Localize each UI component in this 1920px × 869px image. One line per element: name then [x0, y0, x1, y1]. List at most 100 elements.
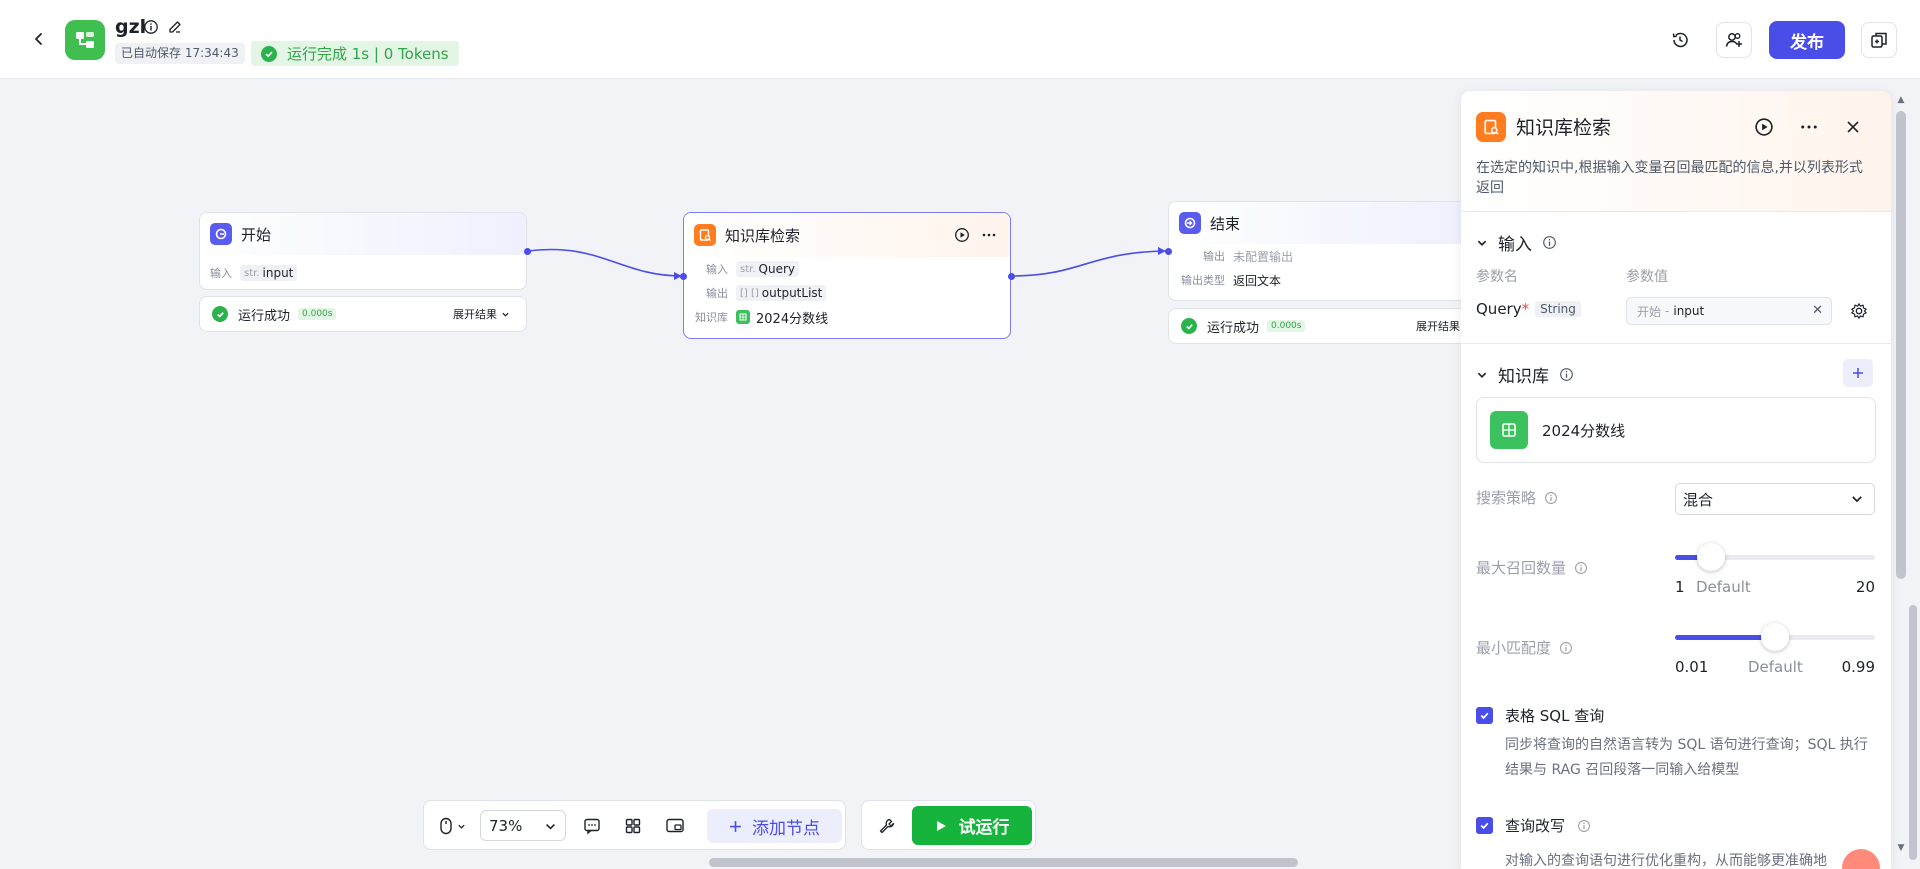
max-recall-slider[interactable] [1675, 543, 1875, 571]
query-param: Query* String [1476, 300, 1581, 318]
plus-icon [1853, 368, 1863, 378]
scroll-up-icon[interactable]: ▲ [1897, 95, 1905, 105]
output-variable-tag: [] []outputList [736, 285, 827, 301]
info-icon[interactable] [1542, 235, 1557, 250]
expand-result-button[interactable]: 展开结果 [453, 306, 510, 322]
duplicate-icon[interactable] [1861, 22, 1897, 58]
history-icon[interactable] [1662, 22, 1698, 58]
layout-grid-icon[interactable] [620, 811, 646, 841]
kb-name: 2024分数线 [756, 311, 829, 327]
knowledge-base-icon [1476, 112, 1506, 142]
gear-icon[interactable] [1848, 300, 1870, 322]
output-label: 输出 [1203, 250, 1225, 263]
selected-value: 混合 [1683, 490, 1714, 509]
mouse-mode-icon[interactable] [434, 811, 470, 841]
more-icon[interactable] [1795, 113, 1823, 141]
sql-query-description: 同步将查询的自然语言转为 SQL 语句进行查询；SQL 执行结果与 RAG 召回… [1505, 737, 1868, 778]
comment-icon[interactable] [579, 811, 605, 841]
panel-description: 在选定的知识中,根据输入变量召回最匹配的信息,并以列表形式返回 [1476, 160, 1863, 196]
info-icon[interactable] [1559, 641, 1573, 655]
slider-min: 1 [1675, 578, 1685, 596]
checkbox-label: 查询改写 [1505, 817, 1566, 835]
run-node-icon[interactable] [1750, 113, 1778, 141]
node-config-panel: 知识库检索 在选定的知识中,根据输入变量召回最匹配的信息,并以列表形式返回 输入… [1461, 91, 1891, 869]
kb-name: 2024分数线 [1542, 421, 1626, 440]
clear-icon[interactable]: ✕ [1812, 303, 1823, 318]
success-check-icon [1181, 318, 1197, 334]
scroll-down-icon[interactable]: ▼ [1897, 843, 1905, 853]
minimap-icon[interactable] [662, 811, 688, 841]
start-icon [210, 223, 232, 245]
checkbox-label: 表格 SQL 查询 [1505, 707, 1605, 725]
page-scrollbar-thumb[interactable] [1909, 605, 1917, 860]
knowledge-retrieval-node[interactable]: 知识库检索 输入 str.Query 输出 [] []outputList 知识… [683, 212, 1011, 339]
section-title: 知识库 [1498, 367, 1549, 387]
result-text: 运行成功 [1207, 320, 1260, 336]
wrench-icon[interactable] [872, 811, 902, 841]
param-type-tag: String [1535, 301, 1581, 317]
info-icon[interactable] [1544, 491, 1558, 505]
run-status-badge: 运行完成 1s | 0 Tokens [251, 41, 459, 66]
chevron-down-icon [1852, 496, 1862, 503]
start-output-port[interactable] [524, 248, 531, 255]
chevron-down-icon [1477, 372, 1487, 378]
end-input-port[interactable] [1165, 248, 1172, 255]
kb-input-port[interactable] [680, 273, 687, 280]
zoom-select[interactable]: 73% [480, 810, 566, 841]
info-icon[interactable] [1574, 561, 1588, 575]
checkbox-checked-icon[interactable] [1476, 707, 1493, 724]
panel-scrollbar[interactable]: ▲ ▼ [1893, 91, 1911, 869]
close-icon[interactable] [1839, 113, 1867, 141]
min-match-slider[interactable] [1675, 623, 1875, 651]
slider-thumb[interactable] [1697, 543, 1725, 571]
knowledge-base-card[interactable]: 2024分数线 [1476, 397, 1876, 463]
add-knowledge-base-button[interactable] [1843, 359, 1873, 387]
add-node-button[interactable]: 添加节点 [707, 809, 842, 843]
more-icon[interactable] [981, 227, 997, 247]
horizontal-scrollbar-thumb[interactable] [709, 858, 1298, 867]
expand-label: 展开结果 [453, 308, 497, 321]
expand-result-button[interactable]: 展开结果 [1416, 318, 1460, 334]
title-icons [143, 19, 183, 39]
assistant-avatar[interactable] [1842, 849, 1880, 869]
search-strategy-select[interactable]: 混合 [1675, 483, 1875, 515]
kb-section-toggle[interactable]: 知识库 [1476, 362, 1574, 387]
start-node[interactable]: 开始 输入 str.input [199, 212, 527, 290]
checkbox-checked-icon[interactable] [1476, 817, 1493, 834]
variable-name: outputList [761, 286, 823, 300]
label-text: 搜索策略 [1476, 489, 1537, 507]
param-name: Query [1476, 300, 1522, 318]
section-title: 输入 [1498, 235, 1532, 255]
slider-thumb[interactable] [1761, 623, 1789, 651]
required-mark: * [1521, 300, 1530, 318]
query-rewrite-checkbox[interactable]: 查询改写 [1476, 815, 1591, 836]
node-title: 知识库检索 [725, 226, 801, 245]
slider-max: 20 [1855, 578, 1875, 596]
info-icon[interactable] [143, 19, 159, 39]
edit-icon[interactable] [167, 19, 183, 39]
app-name: gzl [115, 16, 147, 38]
autosave-status: 已自动保存 17:34:43 [115, 43, 245, 64]
end-node[interactable]: 结束 输出 未配置输出 输出类型 返回文本 [1168, 201, 1468, 301]
run-status-text: 运行完成 1s | 0 Tokens [287, 45, 449, 63]
input-section-toggle[interactable]: 输入 [1476, 230, 1557, 255]
run-node-icon[interactable] [954, 227, 970, 247]
scrollbar-thumb[interactable] [1896, 111, 1906, 579]
kb-output-port[interactable] [1008, 273, 1015, 280]
test-run-button[interactable]: 试运行 [912, 806, 1032, 845]
run-label: 试运行 [958, 818, 1010, 838]
add-collaborator-icon[interactable] [1716, 22, 1752, 58]
variable-selector[interactable]: 开始 - input ✕ [1626, 297, 1832, 325]
back-icon[interactable] [26, 26, 52, 52]
search-strategy-label: 搜索策略 [1476, 487, 1558, 508]
end-result-bar: 运行成功 0.000s 展开结果 [1168, 308, 1468, 344]
divider [1461, 343, 1891, 344]
min-match-label: 最小匹配度 [1476, 637, 1573, 658]
sql-query-checkbox[interactable]: 表格 SQL 查询 [1476, 705, 1604, 726]
time-badge: 0.000s [298, 308, 337, 320]
publish-button[interactable]: 发布 [1769, 21, 1845, 59]
info-icon[interactable] [1577, 819, 1591, 833]
info-icon[interactable] [1559, 367, 1574, 382]
output-label: 输出 [706, 287, 728, 300]
